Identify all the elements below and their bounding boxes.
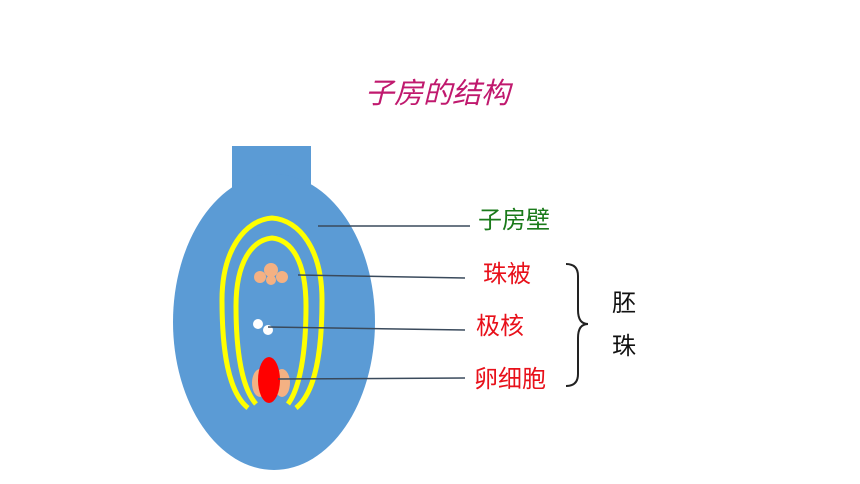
label-ovule: 胚 珠 (612, 282, 642, 368)
egg-apparatus (252, 357, 290, 403)
label-ovary-wall: 子房壁 (478, 206, 550, 234)
leader-polar-nuclei (267, 326, 466, 331)
slide-title: 子房的结构 (365, 76, 511, 110)
antipodal-cells (254, 263, 288, 285)
ovule-brace (565, 263, 589, 387)
label-integument: 珠被 (483, 260, 531, 288)
label-polar-nuclei: 极核 (476, 312, 524, 340)
egg-cell (258, 357, 280, 403)
label-egg-cell: 卵细胞 (474, 365, 546, 393)
leader-integument (297, 274, 466, 279)
label-ovule-line2: 珠 (612, 332, 636, 360)
outer-integument (219, 215, 325, 410)
inner-integument (233, 235, 309, 406)
ovary-body (173, 174, 375, 470)
label-ovule-line1: 胚 (612, 289, 636, 317)
leader-egg-cell (277, 377, 466, 380)
